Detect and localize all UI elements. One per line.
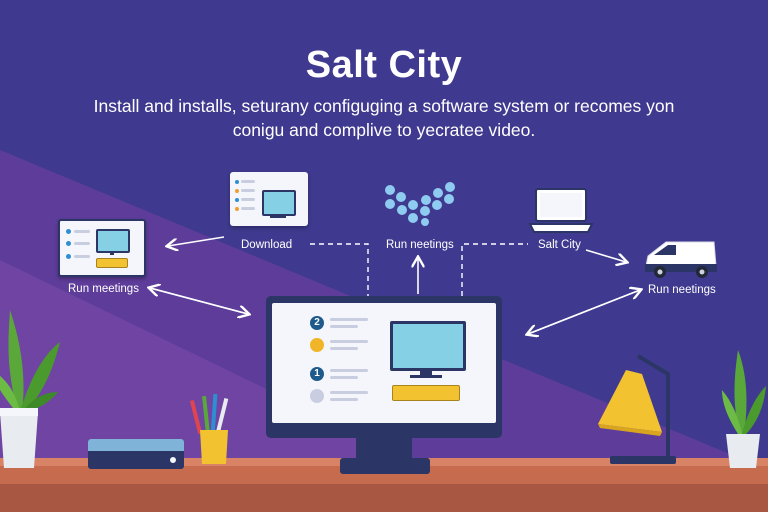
desk-lamp-icon [598,354,676,464]
monitor-stand [110,251,114,255]
router-led-icon [170,457,176,463]
monitor-stand [420,370,432,376]
monitor-stand [270,215,286,218]
monitor-icon [96,229,130,253]
main-monitor: 2 1 [266,296,502,438]
list-line [74,230,90,233]
step-badge: 1 [310,367,324,381]
plant-left-icon [0,310,60,468]
list-line [74,255,90,258]
list-line [241,189,255,192]
network-dots-icon [385,182,455,226]
step-line [330,347,358,350]
run-meetings-top-label: Run neetings [386,239,454,251]
van-icon [645,241,717,278]
list-bullet-icon [66,241,71,246]
page-title: Salt City [305,44,463,86]
list-bullet-icon [235,207,239,211]
run-meetings-right-label: Run neetings [648,284,716,296]
list-bullet-icon [66,229,71,234]
step-line [330,376,358,379]
run-meetings-left-label: Run meetings [68,283,139,295]
step-badge-lock-icon [310,338,324,352]
list-bullet-icon [235,180,239,184]
monitor-icon [262,190,296,216]
step-line [330,398,358,401]
router-device [88,439,184,469]
keyboard-icon [392,385,460,401]
list-bullet-icon [66,254,71,259]
step-line [330,325,358,328]
main-monitor-screen: 2 1 [272,303,496,423]
download-label: Download [241,239,293,251]
monitor-icon [390,321,466,371]
list-line [241,180,255,183]
laptop-icon [528,188,594,233]
download-card [230,172,308,226]
plant-right-icon [722,350,766,468]
step-line [330,391,368,394]
salt-city-label: Salt City [538,239,581,251]
list-bullet-icon [235,198,239,202]
left-card [58,219,146,277]
page-subtitle: Install and installs, seturany configugi… [93,96,675,140]
keyboard-icon [96,258,128,268]
step-line [330,340,368,343]
router-top [88,439,184,451]
list-line [74,242,90,245]
step-badge-gear-icon [310,389,324,403]
pencil-cup-icon [190,393,229,464]
main-monitor-neck [356,438,412,460]
main-monitor-base [340,458,430,474]
desk-front [0,484,768,512]
step-badge: 2 [310,316,324,330]
step-line [330,369,368,372]
step-line [330,318,368,321]
list-line [241,207,255,210]
list-line [241,198,255,201]
monitor-base [410,375,442,378]
list-bullet-icon [235,189,239,193]
